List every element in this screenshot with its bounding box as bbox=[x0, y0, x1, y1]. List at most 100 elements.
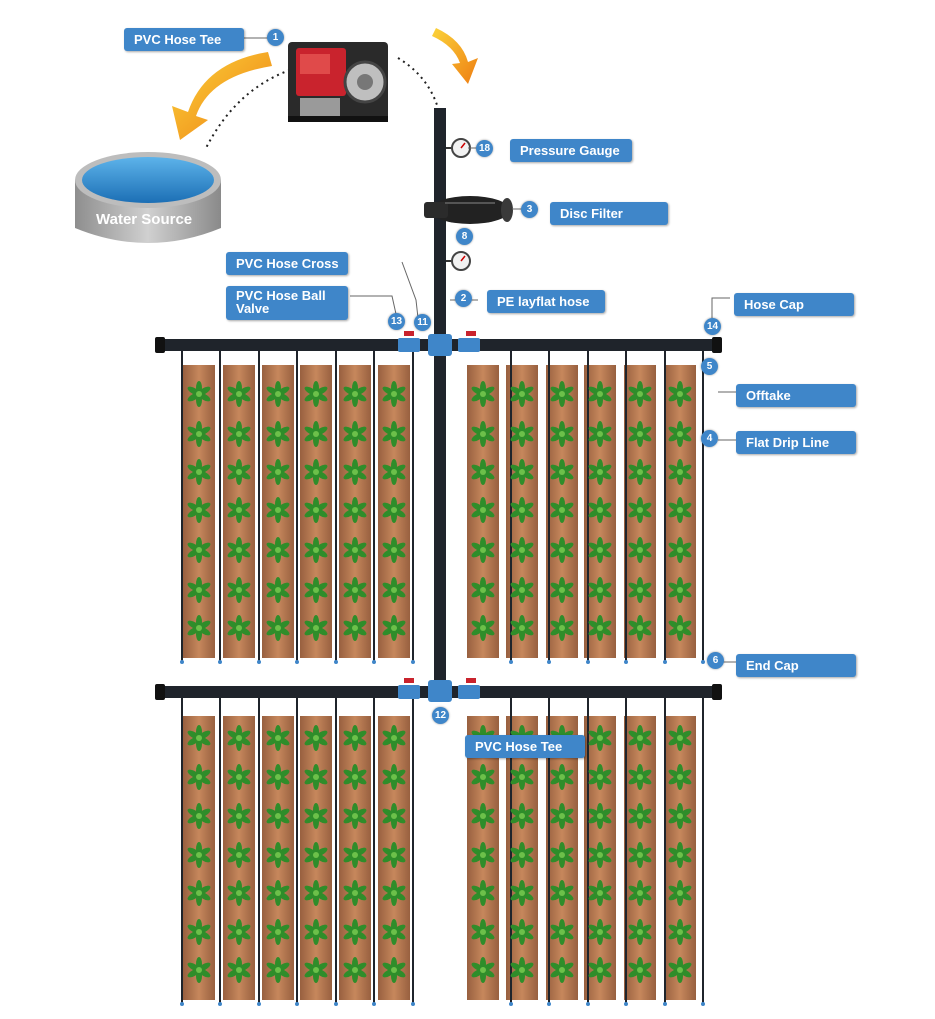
plant-icon bbox=[471, 459, 495, 485]
plant-icon bbox=[382, 459, 406, 485]
plant-icon bbox=[227, 842, 251, 868]
plant-icon bbox=[510, 803, 534, 829]
end-cap bbox=[218, 1002, 222, 1006]
pvc-hose-tee-bottom-label: PVC Hose Tee bbox=[465, 735, 585, 758]
plant-icon bbox=[510, 764, 534, 790]
plant-icon bbox=[471, 421, 495, 447]
plant-icon bbox=[382, 803, 406, 829]
plant-icon bbox=[550, 537, 574, 563]
plant-icon bbox=[304, 497, 328, 523]
plant-icon bbox=[227, 615, 251, 641]
plant-icon bbox=[227, 957, 251, 983]
plant-icon bbox=[628, 615, 652, 641]
callout-18: 18 bbox=[476, 140, 493, 157]
plant-icon bbox=[471, 803, 495, 829]
plant-icon bbox=[266, 381, 290, 407]
dotted-suction-line bbox=[204, 69, 291, 151]
plant-icon bbox=[187, 880, 211, 906]
plant-icon bbox=[550, 577, 574, 603]
callout-14: 14 bbox=[704, 318, 721, 335]
plant-icon bbox=[187, 919, 211, 945]
plant-icon bbox=[187, 497, 211, 523]
plant-icon bbox=[266, 497, 290, 523]
plant-icon bbox=[227, 381, 251, 407]
plant-icon bbox=[382, 880, 406, 906]
plant-icon bbox=[550, 803, 574, 829]
pvc-hose-cross-fitting bbox=[398, 331, 480, 356]
plant-icon bbox=[628, 957, 652, 983]
plant-icon bbox=[343, 957, 367, 983]
plant-icon bbox=[668, 577, 692, 603]
plant-icon bbox=[304, 381, 328, 407]
end-cap bbox=[218, 660, 222, 664]
plant-icon bbox=[588, 381, 612, 407]
pvc-hose-tee-fitting bbox=[398, 678, 480, 702]
callout-8: 8 bbox=[456, 228, 473, 245]
end-cap bbox=[663, 1002, 667, 1006]
plant-icon bbox=[510, 421, 534, 447]
plant-icon bbox=[382, 497, 406, 523]
pe-layflat-hose-label: PE layflat hose bbox=[487, 290, 605, 313]
pressure-gauge-lower bbox=[446, 251, 471, 271]
leader-lines bbox=[238, 37, 736, 663]
plant-icon bbox=[227, 421, 251, 447]
pvc-hose-ball-valve-label: PVC Hose Ball Valve bbox=[226, 286, 348, 320]
plant-icon bbox=[343, 577, 367, 603]
end-cap bbox=[257, 1002, 261, 1006]
plant-icon bbox=[304, 842, 328, 868]
plant-icon bbox=[227, 459, 251, 485]
plant-icon bbox=[588, 615, 612, 641]
plant-icon bbox=[304, 919, 328, 945]
plant-icon bbox=[550, 764, 574, 790]
plant-icon bbox=[628, 725, 652, 751]
plant-icon bbox=[668, 842, 692, 868]
pressure-gauge-upper bbox=[446, 138, 471, 158]
plant-icon bbox=[266, 421, 290, 447]
callout-11: 11 bbox=[414, 314, 431, 331]
plant-icon bbox=[628, 577, 652, 603]
plant-icon bbox=[588, 957, 612, 983]
plant-icon bbox=[343, 421, 367, 447]
pvc-hose-cross-label: PVC Hose Cross bbox=[226, 252, 348, 275]
plant-icon bbox=[343, 803, 367, 829]
plant-icon bbox=[187, 615, 211, 641]
end-cap bbox=[334, 660, 338, 664]
plant-icon bbox=[588, 421, 612, 447]
plant-icon bbox=[510, 577, 534, 603]
plant-icon bbox=[471, 919, 495, 945]
plant-icon bbox=[187, 459, 211, 485]
plant-icon bbox=[343, 880, 367, 906]
callout-2: 2 bbox=[455, 290, 472, 307]
plant-icon bbox=[668, 615, 692, 641]
plant-icon bbox=[628, 459, 652, 485]
dotted-delivery-line bbox=[397, 57, 439, 109]
plant-icon bbox=[304, 459, 328, 485]
end-cap bbox=[372, 1002, 376, 1006]
end-cap bbox=[411, 660, 415, 664]
plant-icon bbox=[471, 577, 495, 603]
plant-icon bbox=[668, 421, 692, 447]
plant-icon bbox=[266, 842, 290, 868]
end-cap bbox=[509, 660, 513, 664]
plant-icon bbox=[510, 537, 534, 563]
plant-icon bbox=[668, 459, 692, 485]
callout-5: 5 bbox=[701, 358, 718, 375]
plant-icon bbox=[510, 842, 534, 868]
plant-icon bbox=[588, 880, 612, 906]
plant-icon bbox=[471, 381, 495, 407]
plant-icon bbox=[266, 459, 290, 485]
callout-1: 1 bbox=[267, 29, 284, 46]
plant-icon bbox=[266, 764, 290, 790]
plant-icon bbox=[343, 497, 367, 523]
plant-icon bbox=[628, 497, 652, 523]
plant-icon bbox=[471, 764, 495, 790]
plant-icon bbox=[382, 537, 406, 563]
plant-icon bbox=[187, 957, 211, 983]
plant-icon bbox=[628, 381, 652, 407]
end-cap bbox=[586, 660, 590, 664]
plant-icon bbox=[227, 725, 251, 751]
plant-icon bbox=[668, 957, 692, 983]
plant-icon bbox=[628, 842, 652, 868]
plant-icon bbox=[668, 764, 692, 790]
flow-arrow-left bbox=[172, 52, 272, 140]
